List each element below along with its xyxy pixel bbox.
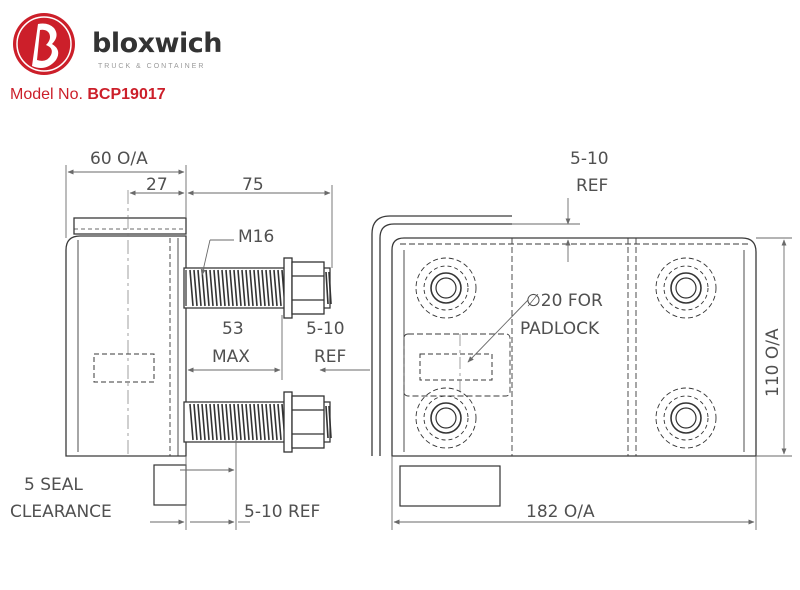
bolt-hole bbox=[415, 257, 477, 319]
dim-ref-range: 5-10 bbox=[306, 319, 345, 339]
padlock-line2: PADLOCK bbox=[520, 319, 600, 339]
model-number: Model No. BCP19017 bbox=[10, 86, 166, 104]
padlock-line1: ∅20 FOR bbox=[526, 291, 603, 311]
front-seal-block bbox=[399, 465, 501, 507]
dimension-labels: 60 O/A 27 75 M16 53 MAX 5-10 REF 5 SEAL … bbox=[10, 149, 783, 522]
front-dimensions bbox=[391, 198, 792, 530]
brand-name: bloxwich bbox=[92, 28, 222, 59]
dim-182-oa: 182 O/A bbox=[526, 502, 595, 522]
bloxwich-emblem-icon bbox=[13, 13, 75, 75]
nuts bbox=[283, 257, 325, 453]
side-dimensions bbox=[65, 165, 370, 530]
brand-logo: bloxwich TRUCK & CONTAINER bbox=[10, 10, 260, 80]
bolt-hole bbox=[655, 257, 717, 319]
seal-block bbox=[153, 464, 187, 506]
dim-top-ref-range: 5-10 bbox=[570, 149, 609, 169]
model-code: BCP19017 bbox=[87, 86, 166, 103]
bolt-hole bbox=[415, 387, 477, 449]
thread-hatching bbox=[189, 269, 332, 441]
dim-110-oa: 110 O/A bbox=[763, 328, 783, 397]
seal-line2: CLEARANCE bbox=[10, 502, 112, 522]
brand-tagline: TRUCK & CONTAINER bbox=[98, 63, 206, 70]
dim-max: MAX bbox=[212, 347, 250, 367]
dim-ref: REF bbox=[314, 347, 346, 367]
bolt-hole bbox=[655, 387, 717, 449]
model-prefix: Model No. bbox=[10, 86, 83, 103]
seal-line1: 5 SEAL bbox=[24, 475, 83, 495]
dim-75: 75 bbox=[242, 175, 264, 195]
front-view bbox=[371, 215, 757, 457]
dim-53: 53 bbox=[222, 319, 244, 339]
dim-top-ref: REF bbox=[576, 176, 608, 196]
dim-60-oa: 60 O/A bbox=[90, 149, 148, 169]
dim-bottom-ref: 5-10 REF bbox=[244, 502, 320, 522]
bolt-holes bbox=[415, 257, 717, 449]
dim-27: 27 bbox=[146, 175, 168, 195]
dim-m16: M16 bbox=[238, 227, 274, 247]
